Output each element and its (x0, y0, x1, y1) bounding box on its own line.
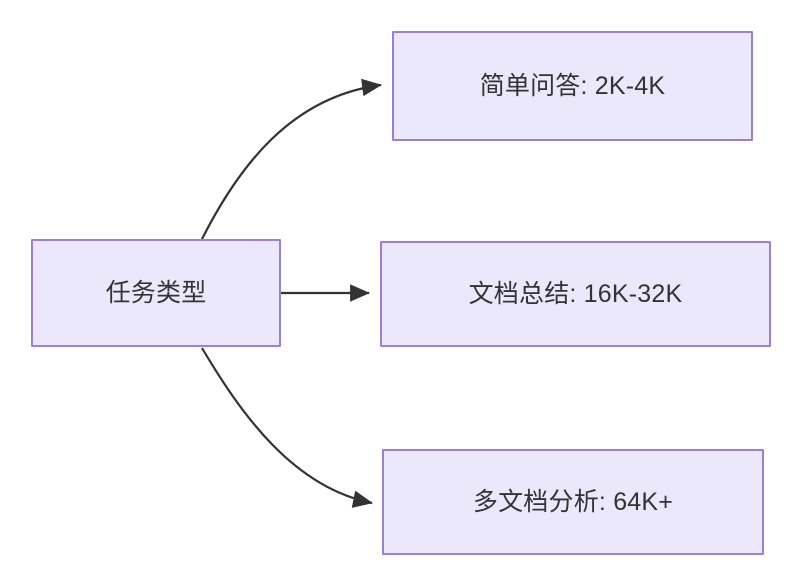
node-simple-qa[interactable]: 简单问答: 2K-4K (392, 31, 753, 141)
node-doc-summary[interactable]: 文档总结: 16K-32K (380, 241, 771, 347)
node-multi-doc[interactable]: 多文档分析: 64K+ (382, 449, 764, 555)
node-doc-summary-label: 文档总结: 16K-32K (468, 280, 683, 308)
edge-task-type-to-simple-qa (201, 78, 382, 240)
node-task-type-label: 任务类型 (105, 279, 207, 307)
node-simple-qa-label: 简单问答: 2K-4K (479, 72, 666, 100)
node-task-type[interactable]: 任务类型 (31, 239, 281, 347)
node-multi-doc-label: 多文档分析: 64K+ (472, 488, 674, 516)
edge-task-type-to-multi-doc (201, 347, 373, 508)
